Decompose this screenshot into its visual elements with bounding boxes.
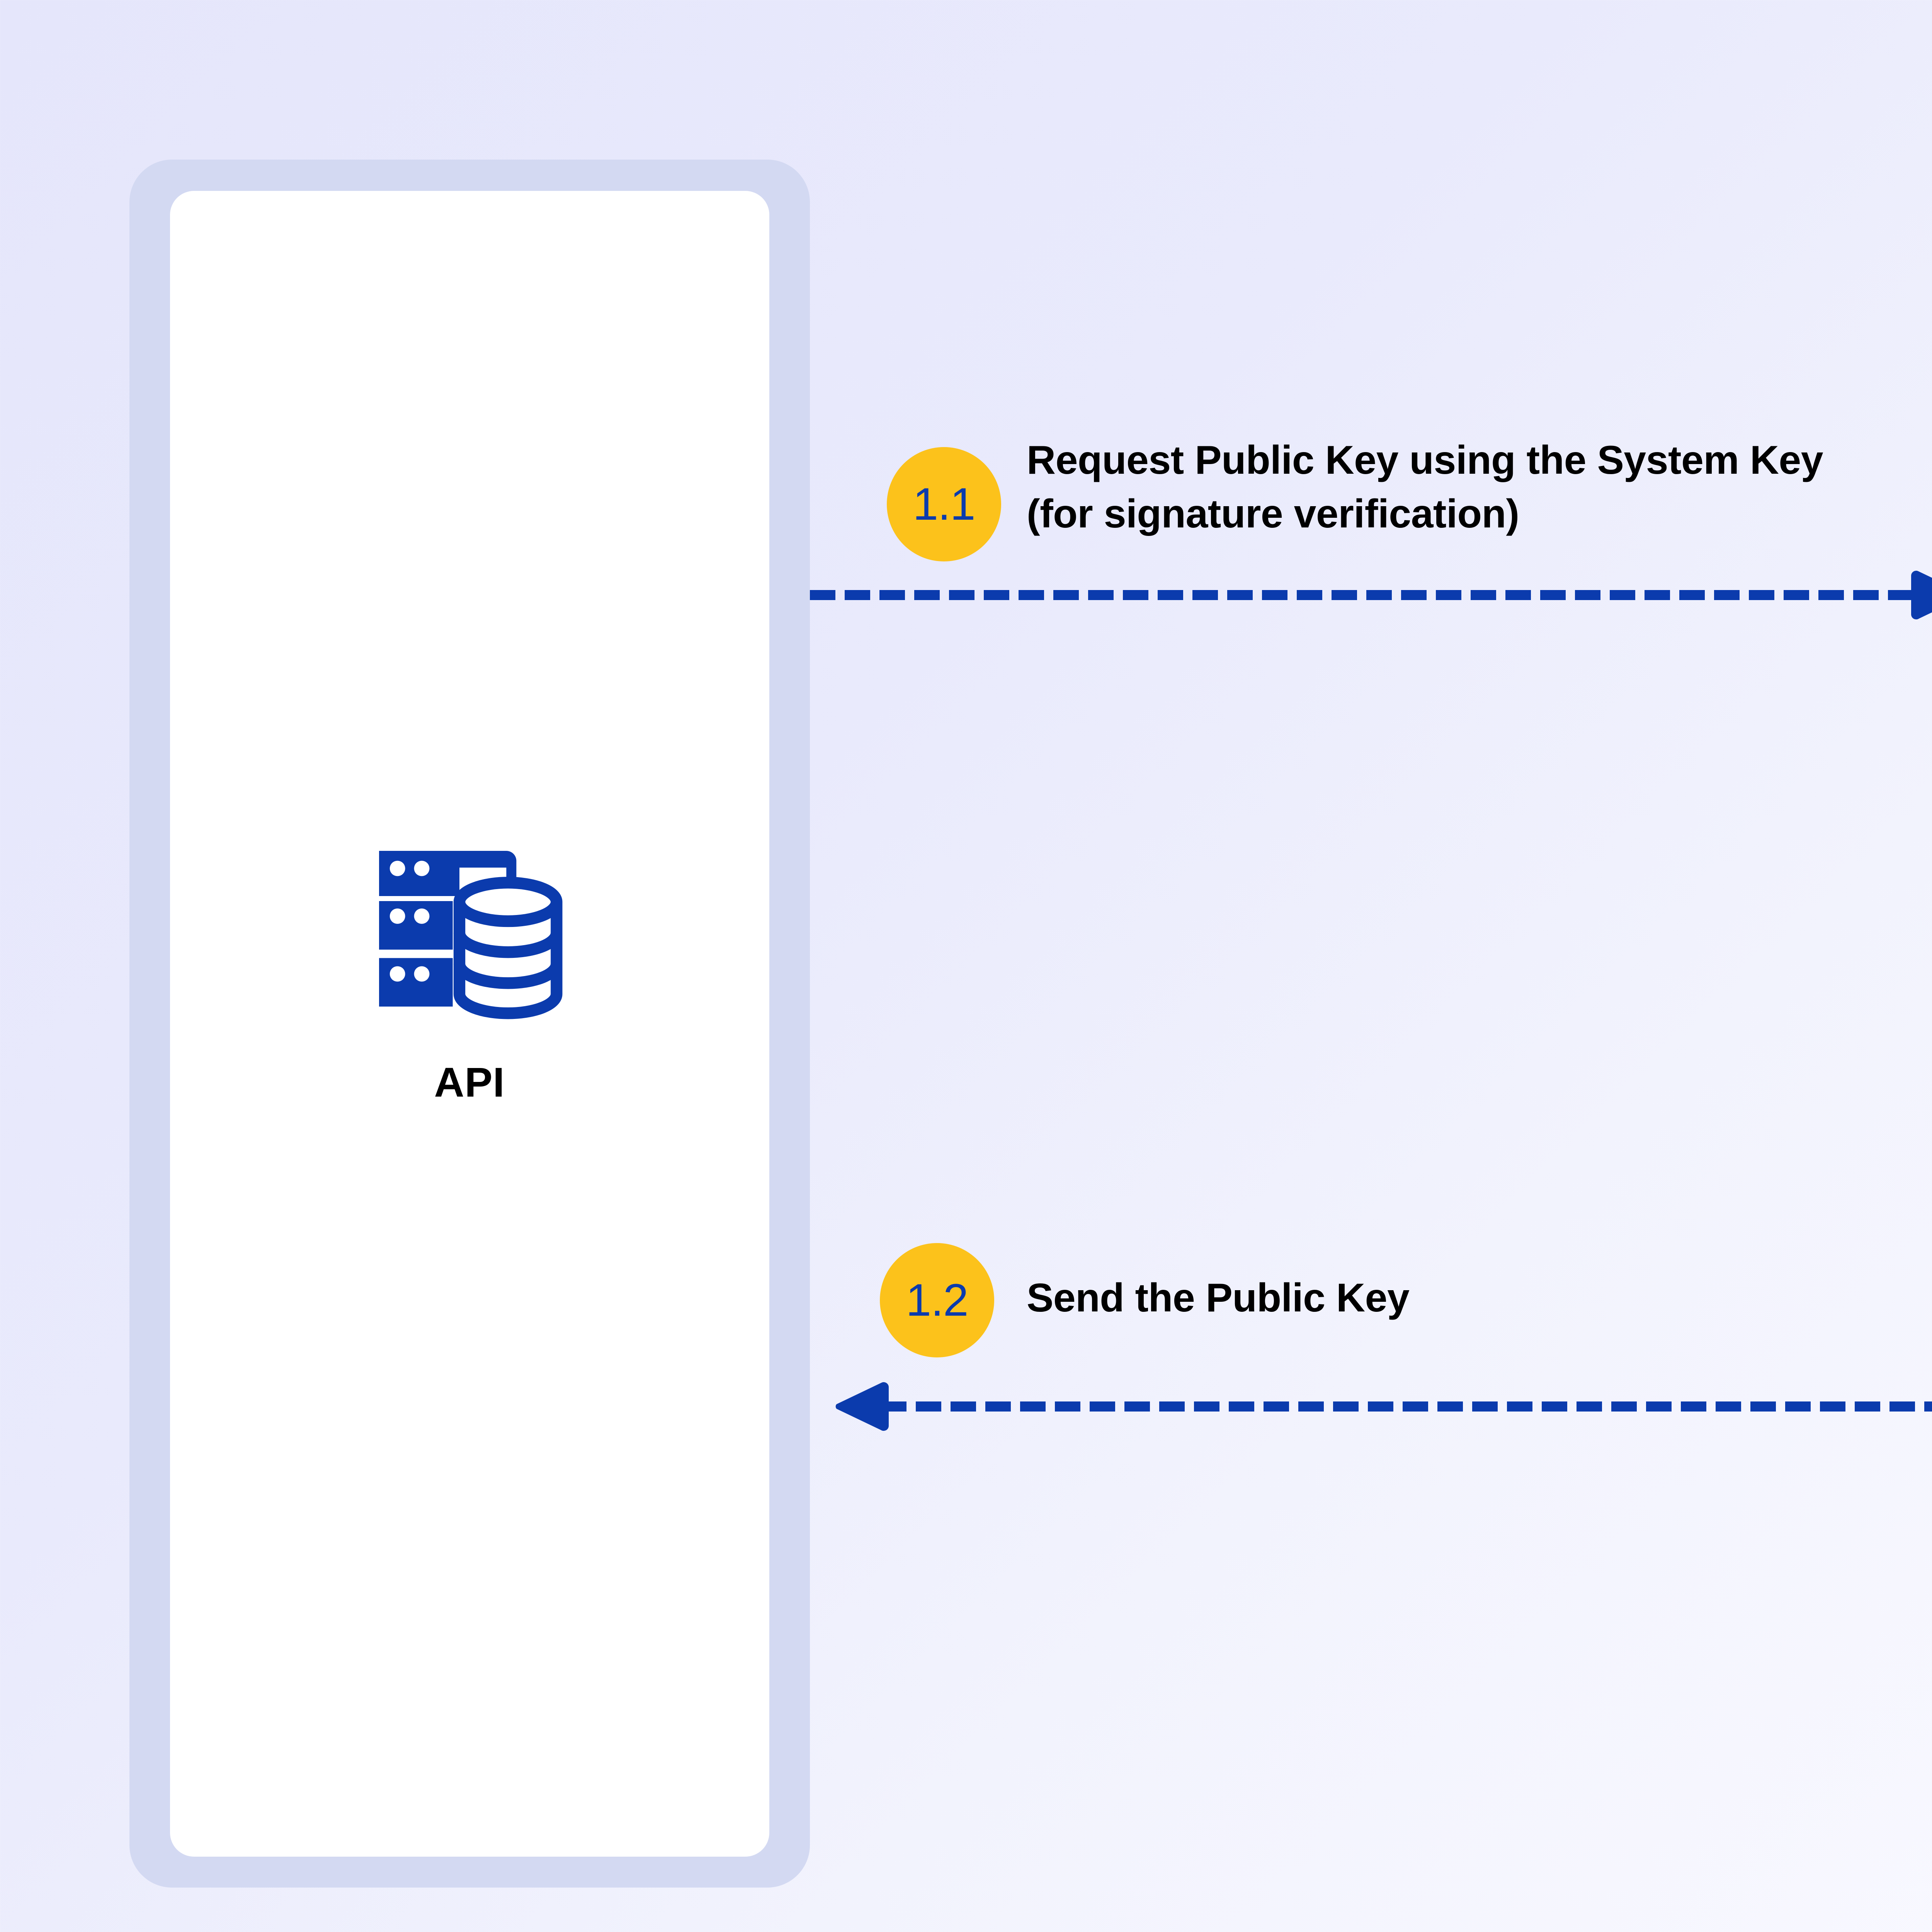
arrow-right-icon [1911,570,1932,620]
message-1-1-wire [810,562,1932,630]
actor-label-api: API [434,1059,505,1105]
message-1-1-text: Request Public Key using the System Key … [1027,438,1823,537]
message-1-2-wire [808,1374,1932,1441]
step-badge-1-1-label: 1.1 [913,479,975,530]
actor-panel-api [129,160,810,1888]
actor-api: API [247,831,692,1103]
step-badge-1-2-label: 1.2 [906,1275,968,1326]
server-database-icon [369,831,570,1034]
message-1-2-text: Send the Public Key [1027,1276,1410,1320]
step-badge-1-1: 1.1 [887,447,1001,561]
actor-panel-api-inner [170,191,769,1857]
arrow-left-icon [835,1382,889,1431]
step-badge-1-2: 1.2 [880,1243,994,1357]
